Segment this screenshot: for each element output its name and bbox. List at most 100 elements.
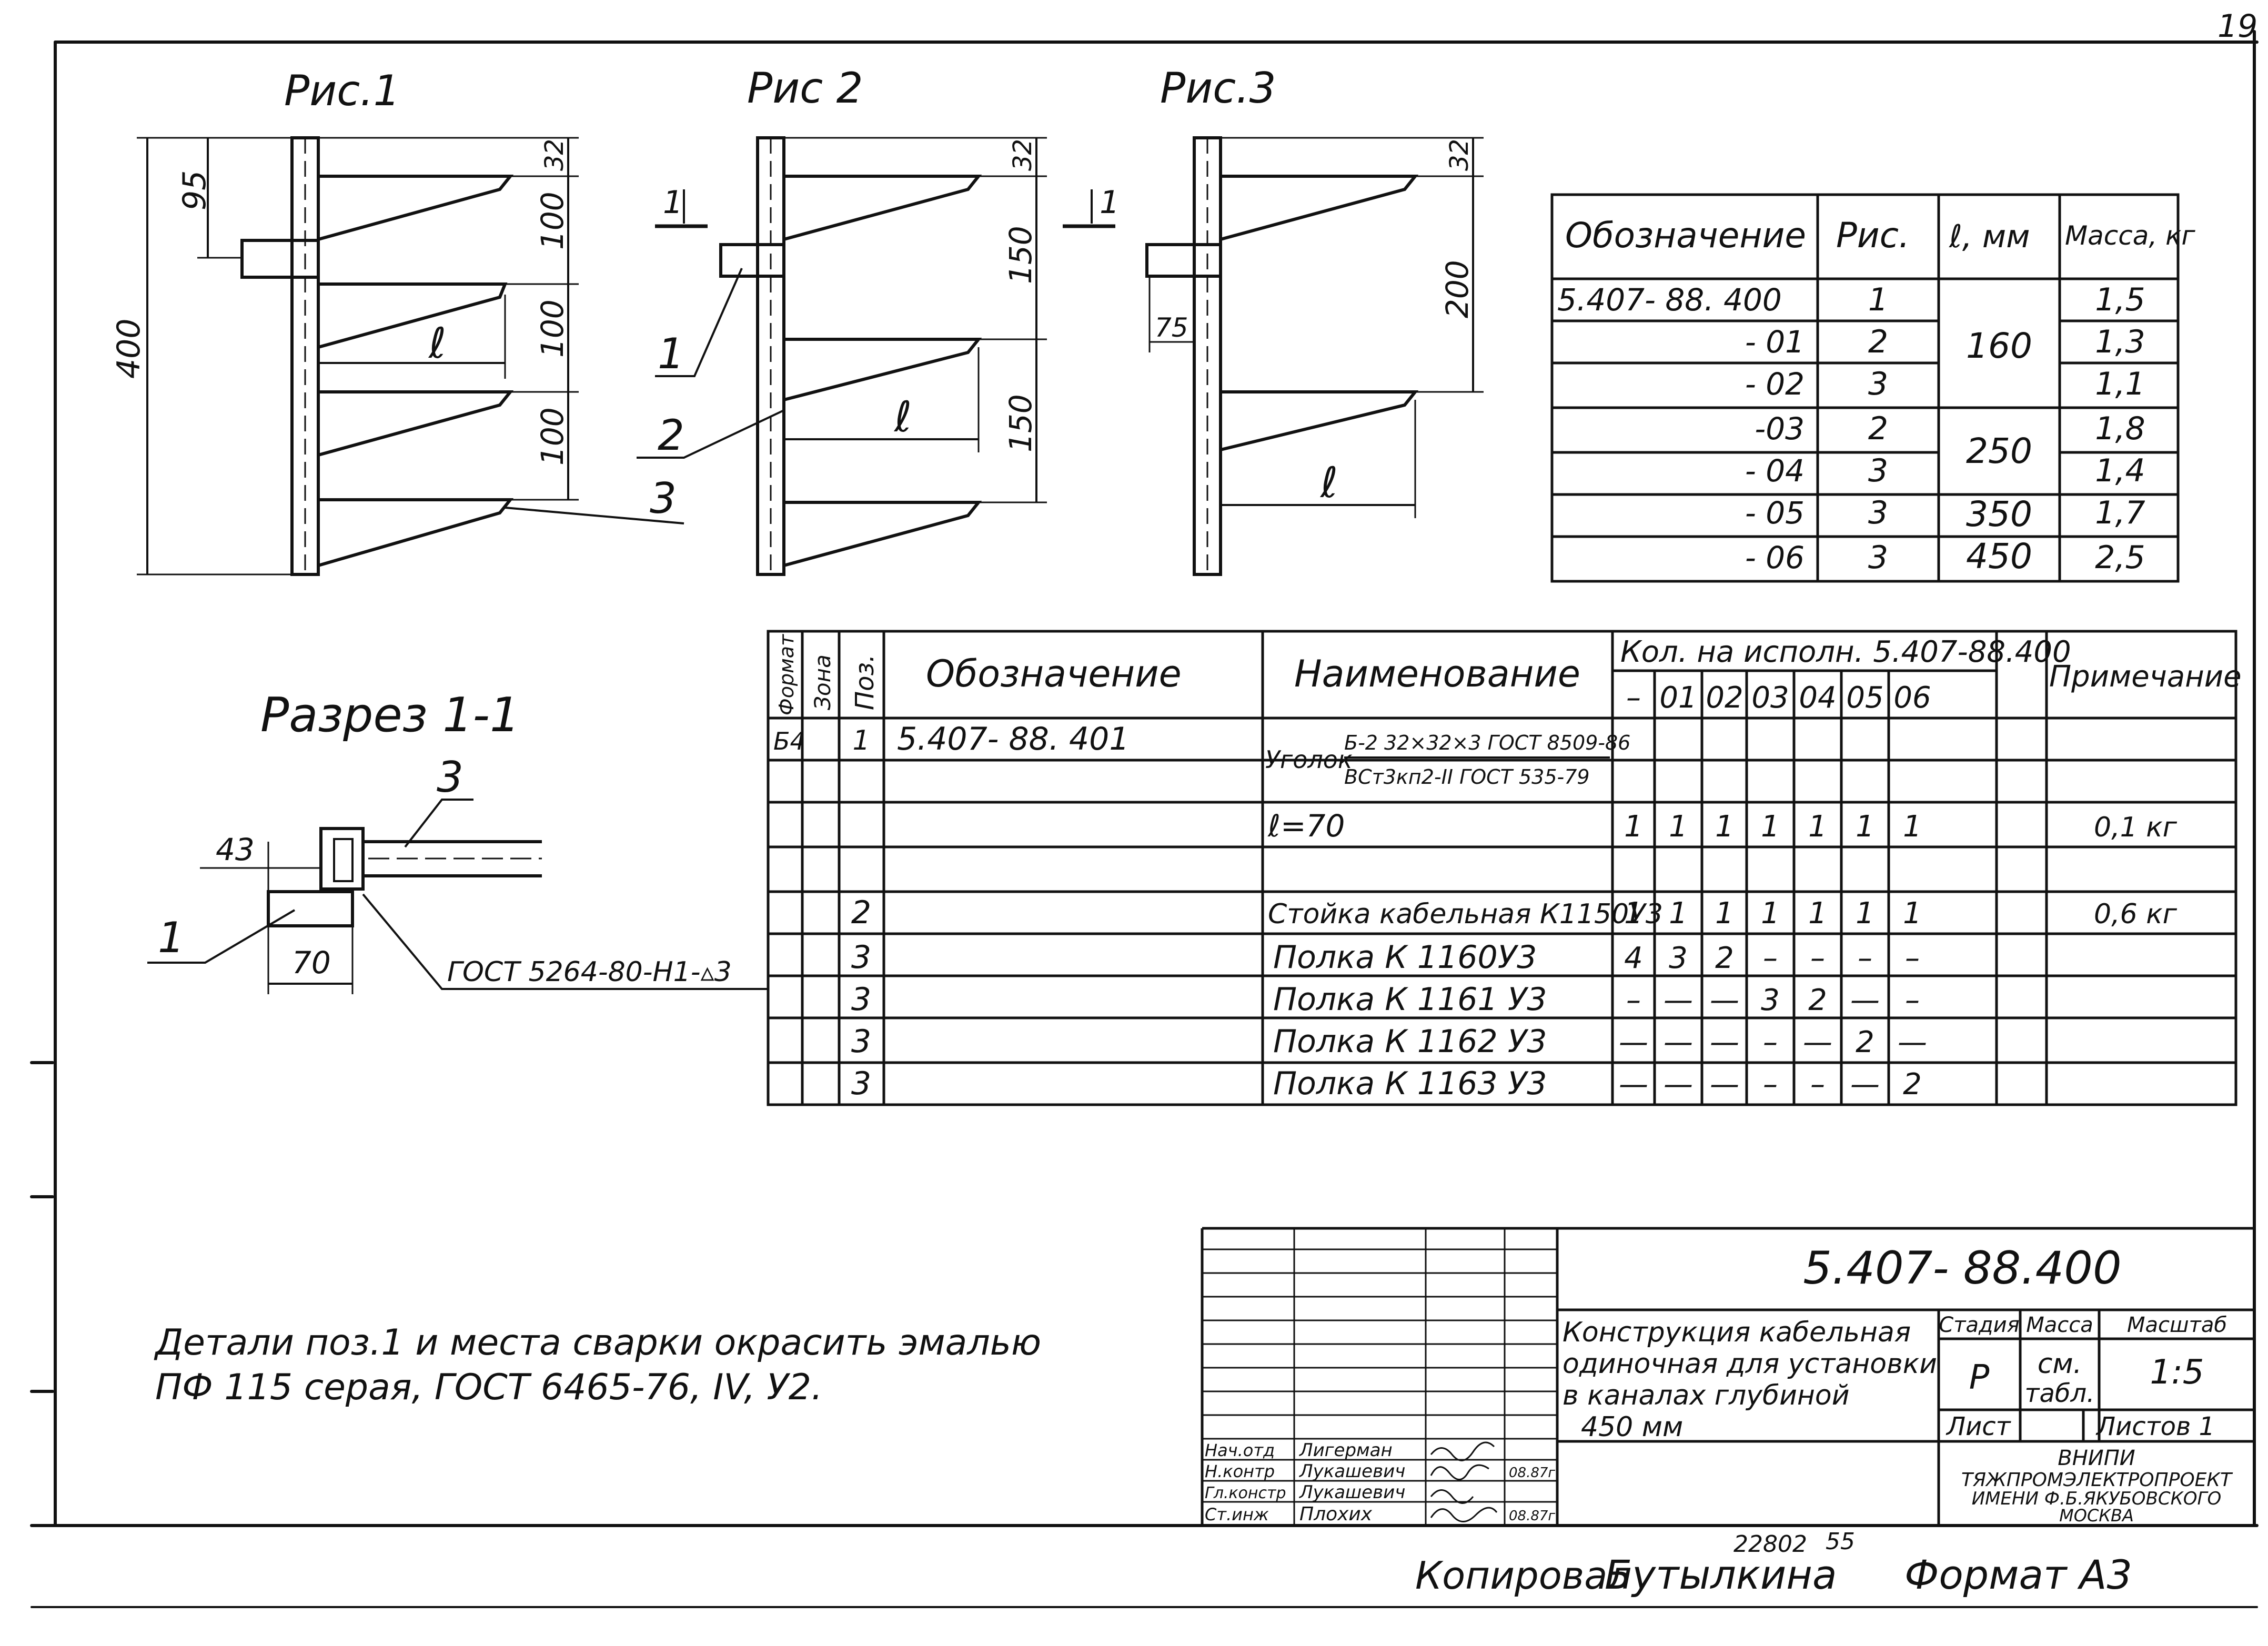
sig-name: Лукашевич	[1298, 1461, 1405, 1482]
spec-cell-designation: 5.407- 88. 401	[897, 721, 1130, 758]
fig3-section-mark: 1	[1100, 184, 1120, 221]
figure-2: Рис 2 1 32 150 150 ℓ 1 2	[637, 64, 1047, 576]
spec-cell-note: 0,6 кг	[2094, 898, 2178, 930]
stage-label: Стадия	[1939, 1313, 2019, 1337]
vt-row-fig: 2	[1868, 410, 1888, 447]
spec-qty: –	[1763, 1067, 1778, 1102]
spec-qty: 1	[1715, 896, 1734, 931]
vt-row-designation: - 02	[1745, 366, 1805, 402]
fig1-dim-100: 100	[535, 191, 570, 250]
vt-row-fig: 3	[1868, 452, 1888, 489]
title-block: 5.407- 88.400 Конструкция кабельная один…	[1201, 1227, 2254, 1526]
spec-exec-col: 04	[1799, 681, 1836, 715]
fig1-dim-400: 400	[110, 318, 147, 379]
signature	[1430, 1489, 1474, 1504]
spec-qty: 1	[1903, 810, 1922, 844]
sig-name: Лигерман	[1298, 1440, 1393, 1461]
spec-qty: 1	[1624, 896, 1643, 931]
document-code: 5.407- 88.400	[1803, 1242, 2122, 1295]
section-dim-43: 43	[216, 832, 255, 867]
fig3-shelf	[1220, 175, 1419, 241]
sheets-label: Листов 1	[2095, 1412, 2215, 1441]
variants-table: Обозначение Рис. ℓ, мм Масса, кг 5.407- …	[1550, 193, 2195, 583]
spec-cell-pos: 3	[851, 1023, 871, 1060]
spec-cell-pos: 3	[851, 1065, 871, 1102]
spec-qty: —	[1898, 1025, 1927, 1059]
spec-qty: 2	[1903, 1067, 1922, 1102]
spec-qty: 1	[1761, 810, 1780, 844]
mass-value-2: табл.	[2025, 1379, 2095, 1408]
title-line: Конструкция кабельная	[1563, 1317, 1911, 1348]
vt-row-mass: 1,5	[2095, 281, 2145, 318]
spec-qty: –	[1858, 941, 1872, 975]
org-line: ВНИПИ	[2058, 1446, 2135, 1470]
vt-length: 350	[1966, 494, 2032, 534]
fig2-shelf	[783, 338, 982, 401]
fig3-dim-200: 200	[1439, 260, 1475, 318]
spec-qty: –	[1810, 1067, 1825, 1102]
fig1-angle	[240, 239, 320, 279]
footer: Копировал Бутылкина 22802 55 Формат А3	[1415, 1528, 2132, 1598]
spec-qty: –	[1763, 941, 1778, 975]
spec-qty: 1	[1669, 896, 1688, 931]
spec-exec-col: 02	[1706, 681, 1743, 715]
vt-length: 450	[1966, 536, 2032, 577]
fig1-dim-95: 95	[176, 170, 213, 210]
spec-qty: 2	[1715, 941, 1734, 975]
fig3-shelf	[1220, 390, 1419, 451]
spec-qty: 1	[1808, 896, 1827, 931]
spec-qty: –	[1763, 1025, 1778, 1059]
spec-qty: 4	[1624, 941, 1643, 975]
spec-cell-name-bottom: ВСт3кп2-II ГОСТ 535-79	[1344, 765, 1590, 789]
spec-qty: —	[1850, 983, 1880, 1017]
sig-role: Ст.инж	[1205, 1504, 1269, 1524]
vt-row-mass: 2,5	[2095, 539, 2145, 576]
sheet-format: Формат А3	[1904, 1551, 2132, 1598]
title-line: в каналах глубиной	[1563, 1380, 1850, 1411]
vt-row-fig: 2	[1868, 324, 1888, 360]
spec-cell-name: ℓ=70	[1267, 808, 1345, 844]
vt-header-length: ℓ, мм	[1949, 218, 2030, 255]
section-callout-1: 1	[158, 913, 185, 962]
spec-qty: 1	[1903, 896, 1922, 931]
vt-row-designation: - 06	[1745, 540, 1805, 575]
spec-cell-name: Полка К 1163 У3	[1273, 1065, 1547, 1102]
vt-header-fig: Рис.	[1836, 215, 1910, 256]
spec-qty: —	[1803, 1025, 1832, 1059]
vt-row-mass: 1,3	[2095, 324, 2145, 360]
fig1-callout-3: 3	[650, 474, 677, 523]
fig1-length: ℓ	[428, 319, 446, 368]
spec-header-pos: Поз.	[850, 654, 880, 710]
signature	[1430, 1507, 1498, 1522]
vt-row-mass: 1,1	[2095, 366, 2145, 402]
fig3-title: Рис.3	[1160, 64, 1276, 113]
vt-row-designation: - 04	[1745, 453, 1805, 489]
spec-qty: 1	[1669, 810, 1688, 844]
title-line: одиночная для установки	[1563, 1348, 1937, 1380]
spec-qty: –	[1905, 983, 1920, 1017]
spec-qty: —	[1619, 1025, 1648, 1059]
spec-qty: 3	[1669, 941, 1688, 975]
fig1-dim-100: 100	[535, 407, 570, 466]
fig2-section-mark: 1	[663, 184, 683, 221]
spec-qty: 3	[1761, 983, 1780, 1017]
section-angle	[267, 890, 354, 927]
spec-table: Формат Зона Поз. Обозначение Наименовани…	[767, 630, 2242, 1106]
fig2-callout-1: 1	[658, 329, 684, 378]
spec-qty: 2	[1856, 1025, 1874, 1059]
copier-name: Бутылкина	[1605, 1551, 1837, 1598]
fig2-dim-150: 150	[1003, 226, 1039, 284]
section-channel	[319, 827, 365, 891]
vt-header-designation: Обозначение	[1565, 215, 1806, 256]
fig3-dim-32: 32	[1445, 139, 1474, 171]
fig2-dim-150: 150	[1003, 394, 1039, 452]
spec-qty: —	[1710, 983, 1739, 1017]
spec-qty: —	[1664, 1067, 1693, 1102]
sig-name: Плохих	[1299, 1503, 1373, 1525]
sig-role: Нач.отд	[1205, 1440, 1275, 1460]
figure-1: Рис.1 400 95 32	[110, 66, 684, 576]
spec-header-designation: Обозначение	[926, 652, 1182, 695]
spec-qty: 1	[1624, 810, 1643, 844]
spec-cell-note: 0,1 кг	[2094, 812, 2178, 843]
signature	[1430, 1441, 1495, 1461]
